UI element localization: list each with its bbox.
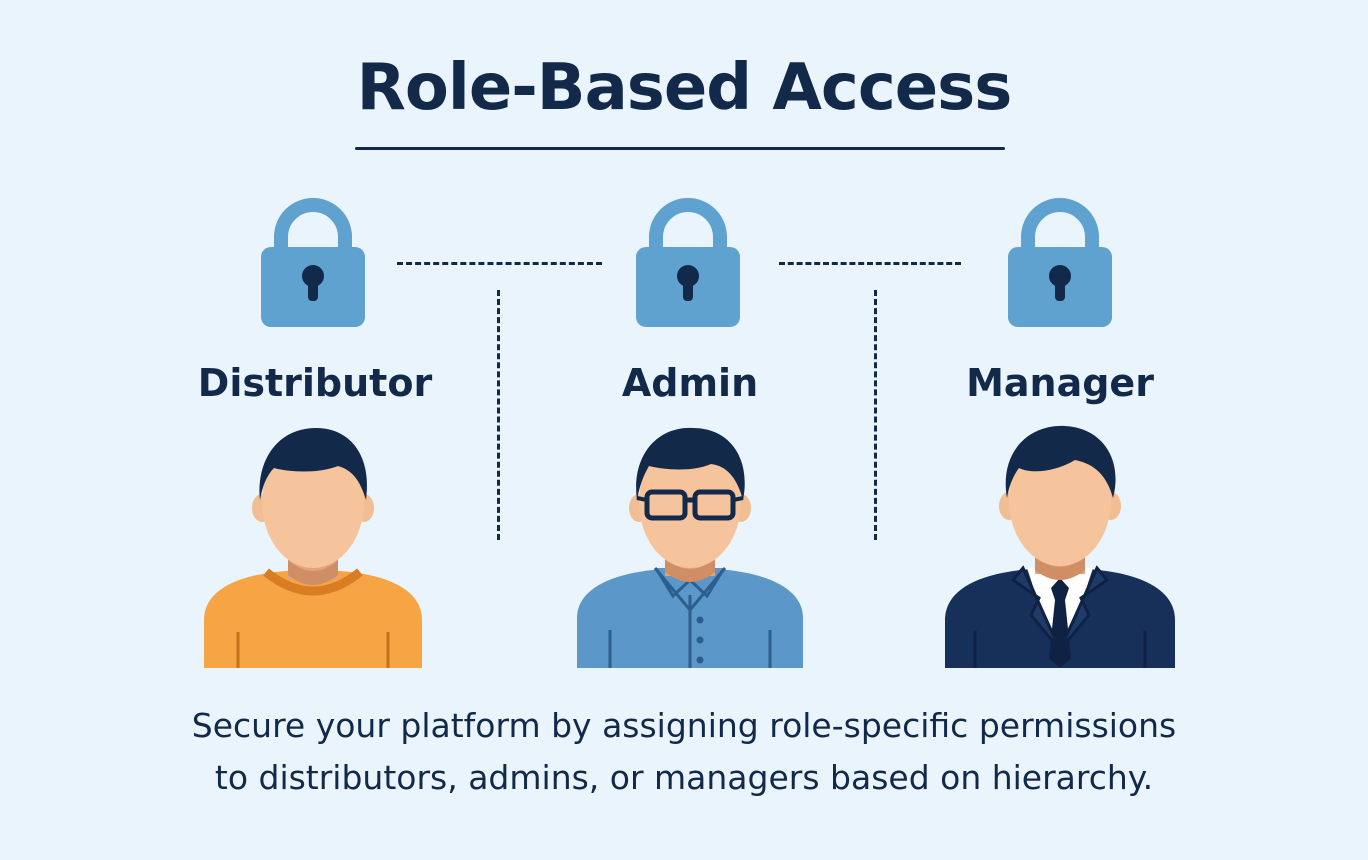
page-title: Role-Based Access (0, 48, 1368, 128)
caption-line-2: to distributors, admins, or managers bas… (0, 752, 1368, 804)
manager-avatar (935, 420, 1185, 670)
connector-line (397, 262, 602, 265)
connector-line (779, 262, 961, 265)
lock-icon (1006, 195, 1114, 330)
caption-line-1: Secure your platform by assigning role-s… (0, 700, 1368, 752)
role-label-admin: Admin (540, 358, 840, 408)
divider-line (874, 290, 877, 540)
role-label-distributor: Distributor (165, 358, 465, 408)
distributor-avatar (188, 420, 438, 670)
admin-avatar (565, 420, 815, 670)
description-caption: Secure your platform by assigning role-s… (0, 700, 1368, 804)
lock-icon (259, 195, 367, 330)
title-underline (355, 147, 1005, 150)
role-label-manager: Manager (910, 358, 1210, 408)
lock-icon (634, 195, 742, 330)
divider-line (497, 290, 500, 540)
